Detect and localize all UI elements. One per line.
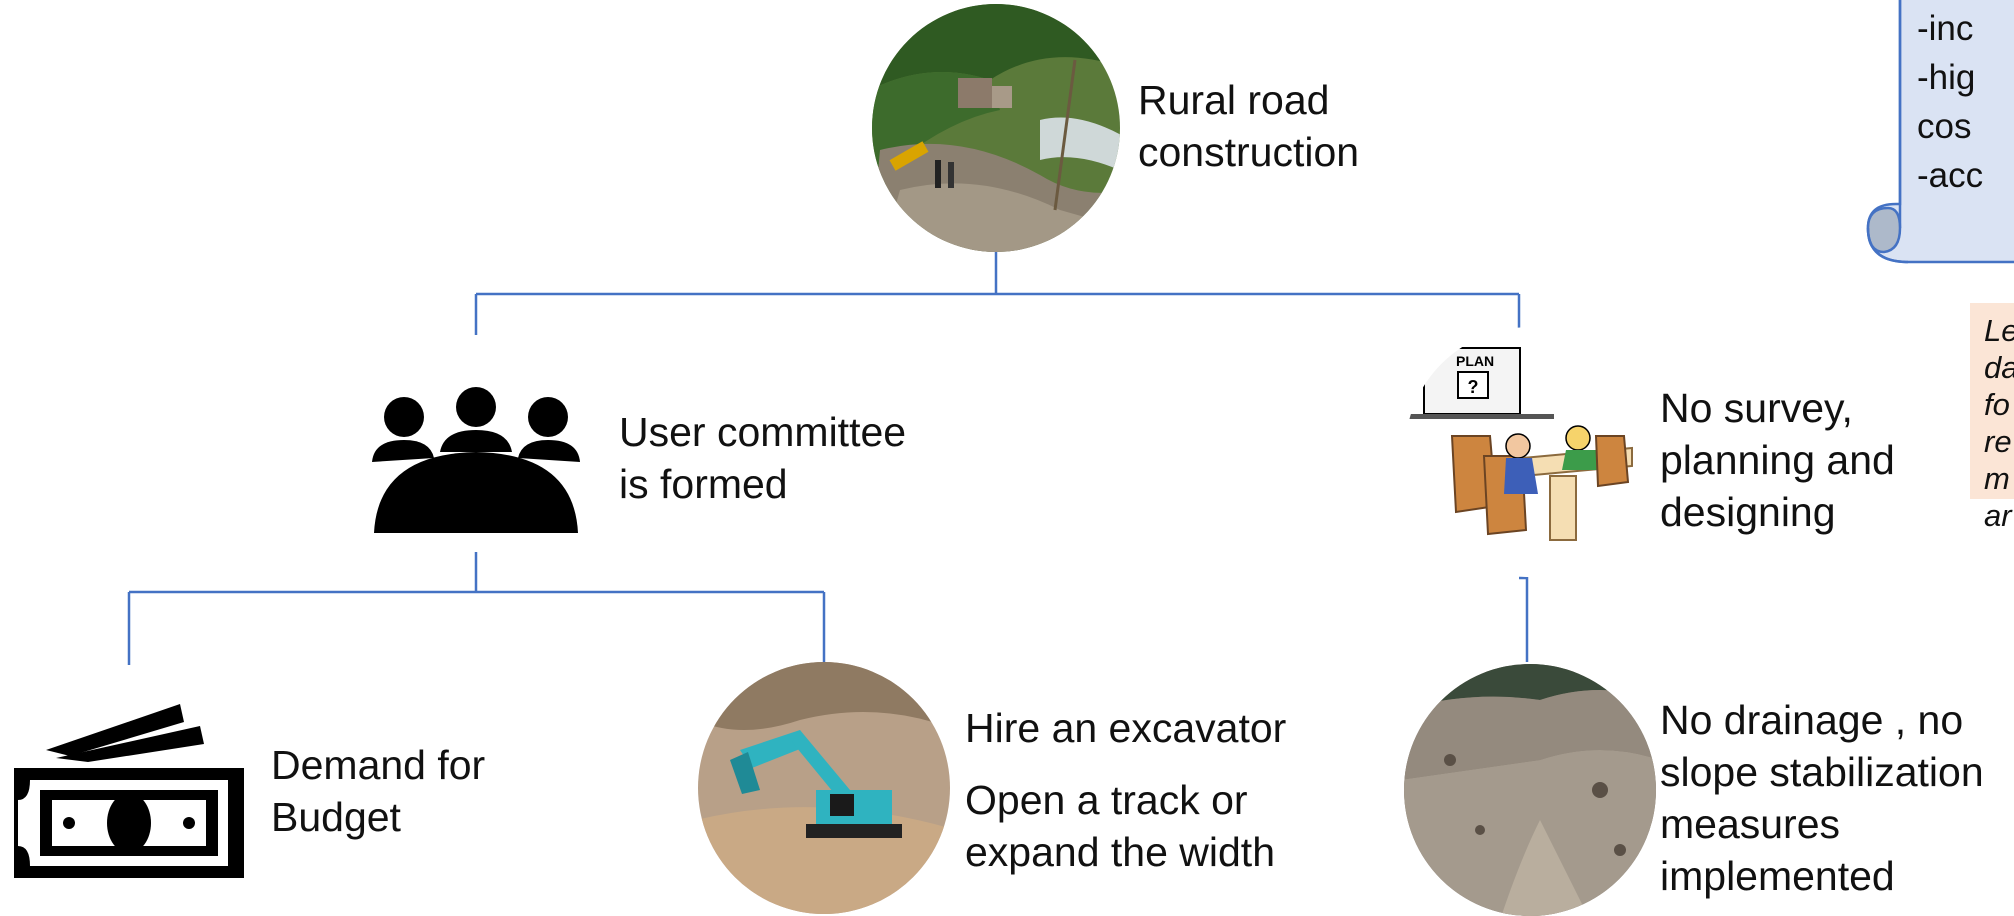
drainage-label-line-2: slope stabilization [1660, 749, 1984, 795]
plan-board-text: PLAN [1456, 353, 1494, 369]
scroll-note-line-4: -acc [1917, 156, 1984, 195]
committee-label-line-2: is formed [619, 461, 788, 507]
people-meeting-icon [372, 387, 580, 533]
landslide-photo [1404, 664, 1656, 916]
rural-road-photo [872, 4, 1120, 252]
budget-label-line-2: Budget [271, 794, 401, 840]
scroll-note-line-1: -inc [1917, 9, 1974, 48]
money-icon [14, 704, 244, 878]
lesson-note-line-2: da [1984, 350, 2014, 385]
scroll-note [1866, 0, 2014, 264]
excavator-photo [698, 662, 950, 914]
lesson-note-line-1: Le [1984, 313, 2014, 348]
planning-meeting-cartoon: ? PLAN [1405, 327, 1655, 577]
lesson-note-text: Le da fo re m ar [1984, 312, 2014, 534]
root-label-line-2: construction [1138, 129, 1360, 175]
planning-label-line-2: planning and [1660, 437, 1895, 483]
scroll-note-line-2: -hig [1917, 58, 1976, 97]
committee-label-line-1: User committee [619, 409, 907, 455]
svg-text:?: ? [1468, 377, 1479, 397]
committee-node-label: User committee is formed [619, 406, 906, 510]
drainage-label-line-1: No drainage , no [1660, 697, 1964, 743]
drainage-label-line-3: measures [1660, 801, 1841, 847]
lesson-note-box [1970, 303, 2014, 499]
scroll-note-text: -inc -hig cos -acc [1917, 4, 1983, 200]
planning-label-line-3: designing [1660, 489, 1836, 535]
connector-planning-to-slide [1519, 576, 1529, 662]
scroll-note-line-3: cos [1917, 107, 1972, 146]
connector-lines [127, 252, 1529, 665]
lesson-note-line-4: re [1984, 424, 2012, 459]
lesson-note-line-6: ar [1984, 498, 2012, 533]
drainage-node-label: No drainage , no slope stabilization mea… [1660, 694, 1984, 902]
excavator-label-line-1: Hire an excavator [965, 705, 1287, 751]
planning-label-line-1: No survey, [1660, 385, 1853, 431]
budget-node-label: Demand for Budget [271, 739, 485, 843]
lesson-note-line-3: fo [1984, 387, 2010, 422]
excavator-label-line-3: expand the width [965, 829, 1276, 875]
root-node-label: Rural road construction [1138, 74, 1359, 178]
planning-node-label: No survey, planning and designing [1660, 382, 1895, 538]
drainage-label-line-4: implemented [1660, 853, 1895, 899]
lesson-note-line-5: m [1984, 461, 2010, 496]
root-label-line-1: Rural road [1138, 77, 1330, 123]
excavator-label-line-2: Open a track or [965, 777, 1248, 823]
budget-label-line-1: Demand for [271, 742, 486, 788]
excavator-node-label: Hire an excavator Open a track or expand… [965, 702, 1286, 878]
